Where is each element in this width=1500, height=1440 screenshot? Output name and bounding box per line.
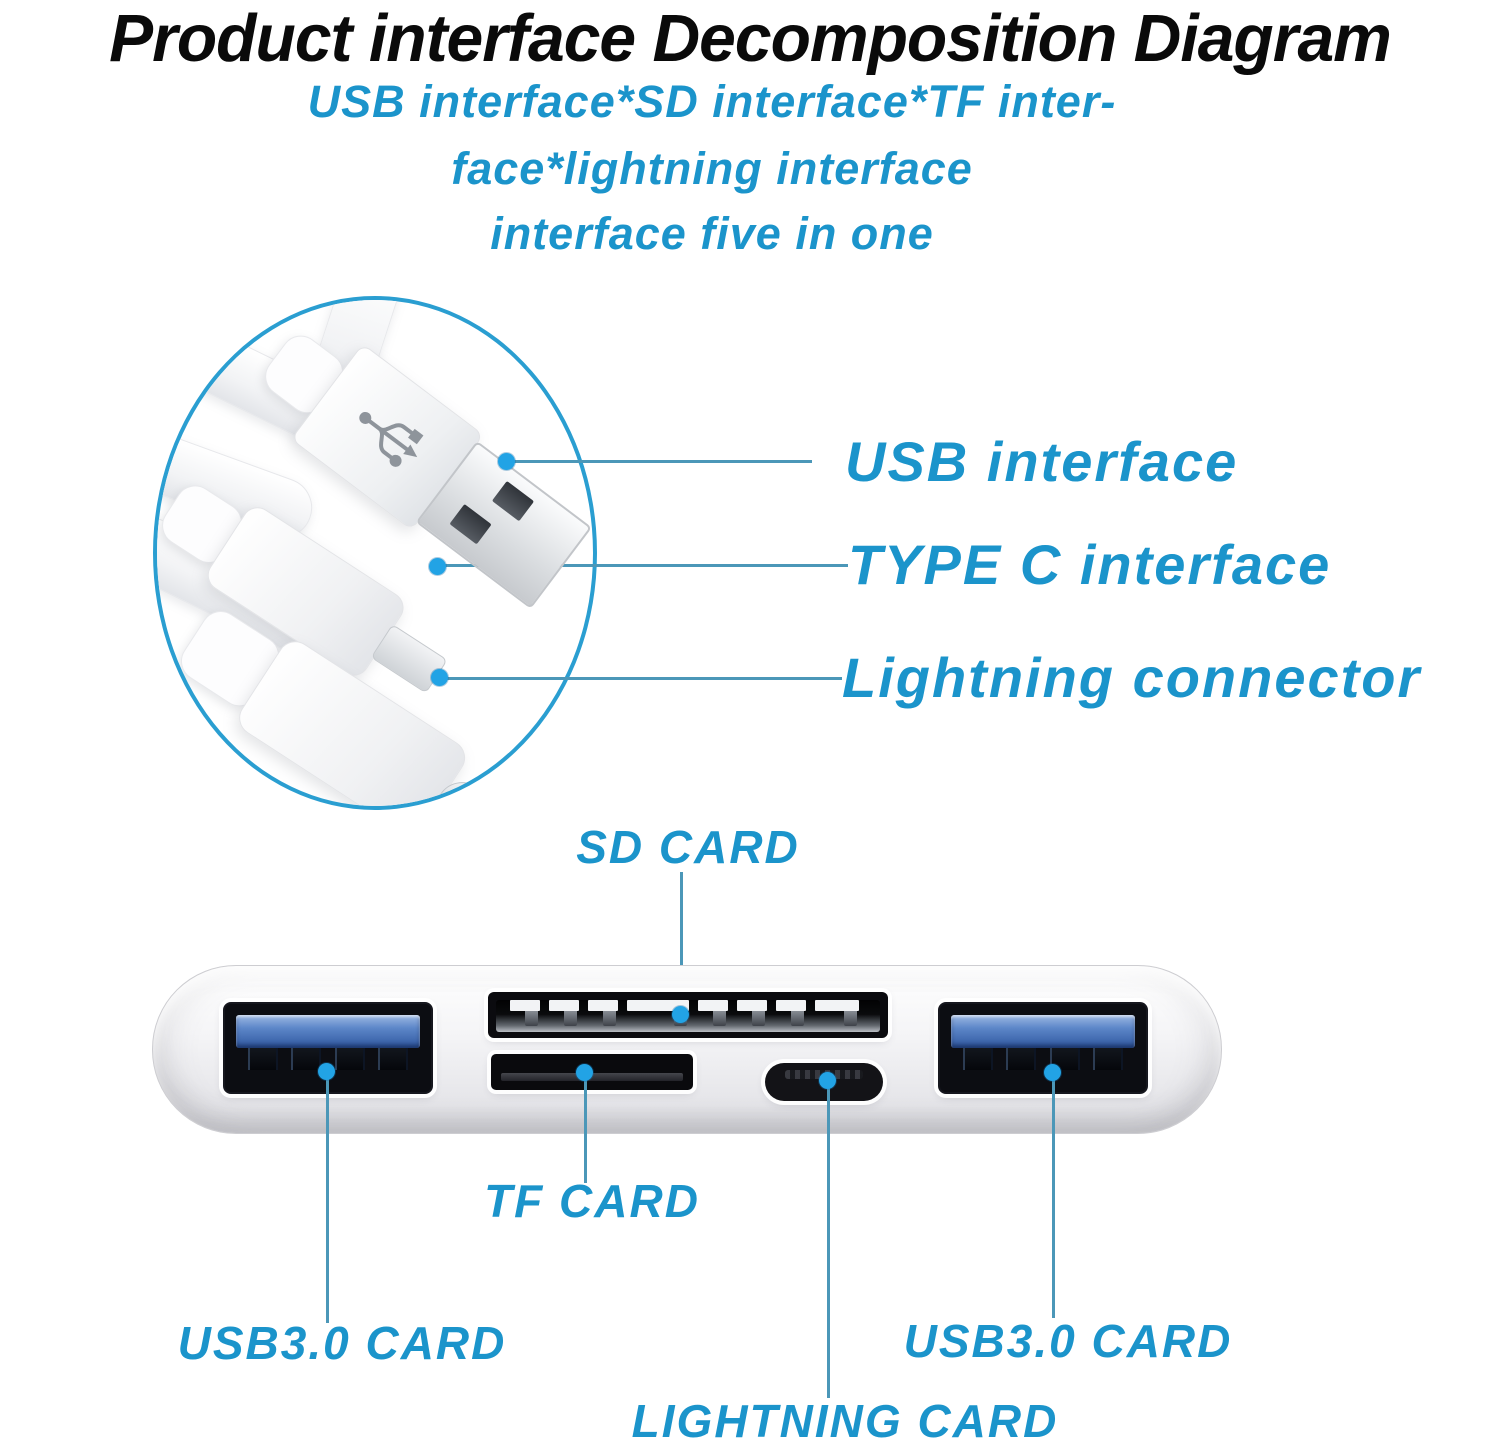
callout-dot-usb3-right [1044,1064,1061,1081]
usb-port-tongue [951,1015,1135,1048]
callout-lightning-connector: Lightning connector [842,646,1422,709]
sd-pin [776,1000,806,1026]
product-photo-circle [153,296,597,810]
subtitle-line-2: face*lightning interface [451,143,973,194]
callout-dot-type-c-interface [429,558,446,575]
sd-pin [815,1000,859,1026]
sd-pin [510,1000,540,1026]
callout-type-c-interface: TYPE C interface [848,533,1332,596]
usb-a-plastic-body [290,343,485,531]
usb-port-pins [956,1048,1130,1070]
adapter-body [152,965,1222,1134]
usb3-port-right [938,1002,1148,1094]
page-title: Product interface Decomposition Diagram [109,1,1392,76]
leader-line-usb-interface [507,460,812,463]
label-sd-card: SD CARD [576,821,800,873]
label-usb3-card-right: USB3.0 CARD [903,1315,1233,1367]
label-tf-card: TF CARD [484,1175,700,1227]
label-usb3-card-left: USB3.0 CARD [177,1317,507,1369]
leader-line-usb3-right [1052,1073,1055,1318]
leader-line-lightning-connector [440,677,842,680]
usb-pin [378,1048,409,1070]
usb-pin [291,1048,322,1070]
sd-card-slot [488,992,888,1038]
usb-shell-hole [449,503,492,545]
tf-slot-lip [501,1073,683,1081]
callout-dot-lightning-card [819,1072,836,1089]
leader-line-usb3-left [326,1072,329,1323]
sd-pin [549,1000,579,1026]
sd-pin [737,1000,767,1026]
leader-line-type-c-interface [438,564,848,567]
subtitle-line-3: interface five in one [490,208,934,259]
usb-pin [962,1048,993,1070]
usb-a-connector [241,306,593,616]
callout-dot-lightning-connector [431,669,448,686]
usb-trident-icon [341,392,434,482]
usb-pin [334,1048,365,1070]
leader-line-tf-card [584,1073,587,1183]
callout-dot-tf-card [576,1064,593,1081]
usb-port-tongue [236,1015,420,1048]
usb-pin [247,1048,278,1070]
label-lightning-card: LIGHTNING CARD [631,1395,1059,1440]
callout-dot-usb-interface [498,453,515,470]
usb-pin [1006,1048,1037,1070]
leader-line-lightning-card [827,1080,830,1398]
subtitle-line-1: USB interface*SD interface*TF inter- [307,76,1117,127]
sd-pin [588,1000,618,1026]
usb-shell-hole [491,480,535,522]
usb-pin [1093,1048,1124,1070]
sd-pin [698,1000,728,1026]
usb-port-pins [241,1048,415,1070]
leader-line-sd-card [680,872,683,1014]
callout-dot-usb3-left [318,1063,335,1080]
callout-dot-sd-card [672,1006,689,1023]
callout-usb-interface: USB interface [845,430,1239,493]
